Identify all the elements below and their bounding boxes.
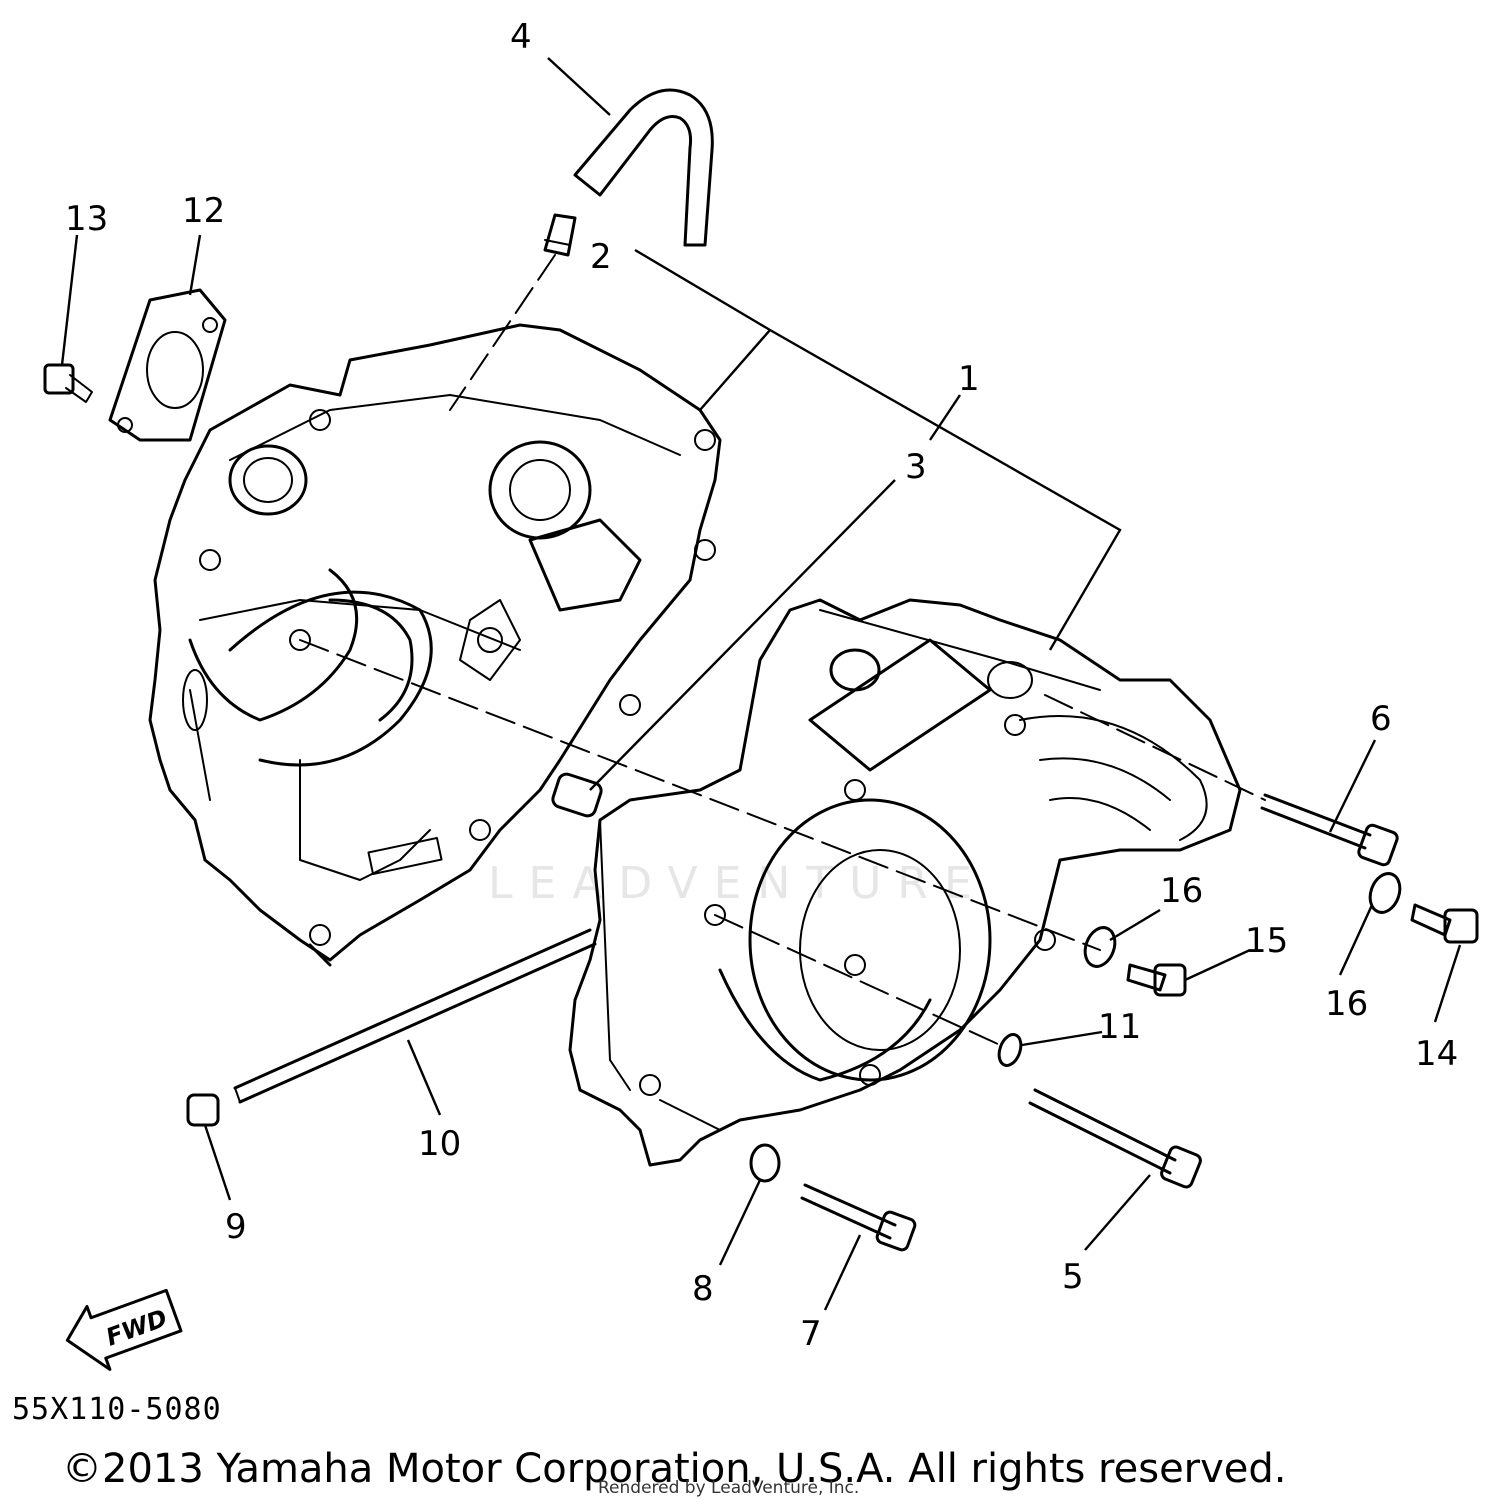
washer-16-right [1368, 872, 1402, 914]
dowel-11 [997, 1033, 1023, 1067]
stud-10 [233, 928, 597, 1104]
label-part-1: 1 [958, 359, 980, 399]
label-part-4: 4 [510, 17, 532, 57]
washer-8 [749, 1143, 781, 1183]
label-part-2: 2 [590, 237, 612, 277]
dowel-pin [543, 213, 577, 257]
part-labels: 1 2 3 4 5 6 7 8 9 10 11 12 13 14 15 16 1… [65, 17, 1458, 1354]
label-part-13: 13 [65, 199, 108, 239]
bolt-6 [1260, 793, 1399, 867]
rendered-by-text: Rendered by LeadVenture, Inc. [598, 1478, 860, 1498]
label-part-3: 3 [905, 447, 927, 487]
label-part-8: 8 [692, 1269, 714, 1309]
crankcase-right-half [568, 598, 1242, 1167]
bolt-7 [800, 1183, 917, 1252]
label-part-5: 5 [1062, 1257, 1084, 1297]
crankcase-left-half [148, 323, 722, 967]
breather-hose [573, 88, 714, 247]
label-part-6: 6 [1370, 699, 1392, 739]
dowel-3 [551, 772, 603, 818]
label-part-16-upper: 16 [1160, 871, 1203, 911]
label-part-12: 12 [182, 191, 225, 231]
label-part-9: 9 [225, 1207, 247, 1247]
label-part-10: 10 [418, 1124, 461, 1164]
forward-arrow: FWD [65, 1288, 183, 1371]
label-part-16-lower: 16 [1325, 984, 1368, 1024]
bolt-15 [1126, 963, 1187, 997]
screw-13 [43, 363, 93, 403]
diagram-code: 55X110-5080 [12, 1392, 222, 1427]
nut-9 [186, 1093, 220, 1127]
watermark-text: LEADVENTURE [488, 858, 988, 909]
label-part-7: 7 [800, 1314, 822, 1354]
leader-lines [60, 57, 1462, 1311]
cover-gasket [108, 288, 227, 442]
alignment-lines [299, 254, 1266, 1046]
label-part-15: 15 [1245, 921, 1288, 961]
bolt-5 [1028, 1088, 1202, 1189]
label-part-11: 11 [1098, 1007, 1141, 1047]
label-part-14: 14 [1415, 1034, 1458, 1074]
washer-16-left [1083, 926, 1117, 968]
bolt-14 [1410, 903, 1479, 944]
copyright-text: ©2013 Yamaha Motor Corporation, U.S.A. A… [62, 1446, 1287, 1492]
